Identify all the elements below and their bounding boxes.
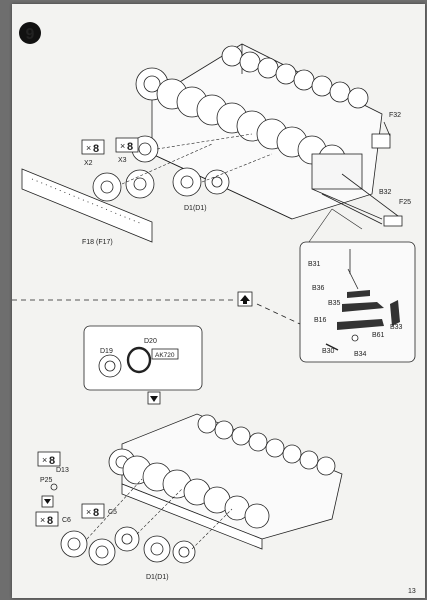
label-ak720: AK720	[155, 352, 175, 359]
side-skirt-f18: F18 (F17)	[21, 168, 153, 246]
label-x3: X3	[118, 157, 127, 164]
upper-loose-wheels	[92, 135, 230, 202]
upper-hull-assembly	[135, 43, 403, 227]
label-d20: D20	[144, 338, 157, 345]
label-x2: X2	[84, 160, 93, 167]
lower-leader-lines	[86, 478, 233, 550]
label-b31: B31	[308, 261, 321, 268]
lower-loose-wheels	[60, 526, 196, 566]
qty-tag-c6: × 8 C6	[35, 511, 71, 527]
label-p25: P25	[40, 477, 53, 484]
label-b61: B61	[372, 332, 385, 339]
svg-text:×: ×	[120, 141, 125, 151]
label-d1-upper: D1(D1)	[184, 205, 207, 212]
lower-road-wheels	[108, 414, 336, 529]
svg-text:8: 8	[47, 515, 53, 527]
svg-text:×: ×	[40, 515, 45, 525]
assembly-drawing: 9	[12, 22, 416, 595]
down-arrow-icon	[147, 391, 161, 405]
label-d19: D19	[100, 348, 113, 355]
flip-arrow-icon	[237, 291, 253, 307]
qty-tag-c5: × 8 C5	[81, 503, 117, 519]
step-badge: 9	[19, 22, 41, 44]
label-b30: B30	[322, 348, 335, 355]
detail-callout-box: B31 B36 B35 B16 B33 B61 B30 B34	[299, 241, 416, 363]
svg-text:8: 8	[93, 507, 99, 519]
label-c5: C5	[108, 509, 117, 516]
label-b32: B32	[379, 189, 392, 196]
instruction-sheet: 9	[12, 4, 425, 598]
label-d13: D13	[56, 467, 69, 474]
svg-text:8: 8	[127, 141, 133, 153]
label-b33: B33	[390, 324, 403, 331]
svg-text:8: 8	[93, 143, 99, 155]
qty-tag-x3: × 8 X3	[115, 137, 139, 164]
qty-tag-d13: × 8 D13 P25	[37, 451, 69, 491]
lower-hull-assembly	[108, 413, 343, 550]
label-f25: F25	[399, 199, 411, 206]
label-b16: B16	[314, 317, 327, 324]
label-b36: B36	[312, 285, 325, 292]
label-d1-lower: D1(D1)	[146, 574, 169, 581]
svg-text:×: ×	[86, 507, 91, 517]
label-f32: F32	[389, 112, 401, 119]
section-divider	[12, 299, 301, 325]
page-number: 13	[408, 588, 416, 595]
qty-tag-x2: × 8 X2	[81, 139, 105, 167]
down-arrow-small-icon	[41, 495, 54, 508]
svg-text:×: ×	[86, 143, 91, 153]
svg-text:8: 8	[49, 455, 55, 467]
upper-leader-lines	[121, 133, 273, 185]
label-b34: B34	[354, 351, 367, 358]
svg-text:×: ×	[42, 455, 47, 465]
svg-text:F18 (F17): F18 (F17)	[82, 239, 113, 246]
wheel-ring-inset: AK720 D20 D19	[83, 325, 203, 391]
label-b35: B35	[328, 300, 341, 307]
step-number: 9	[26, 26, 35, 43]
label-c6: C6	[62, 517, 71, 524]
